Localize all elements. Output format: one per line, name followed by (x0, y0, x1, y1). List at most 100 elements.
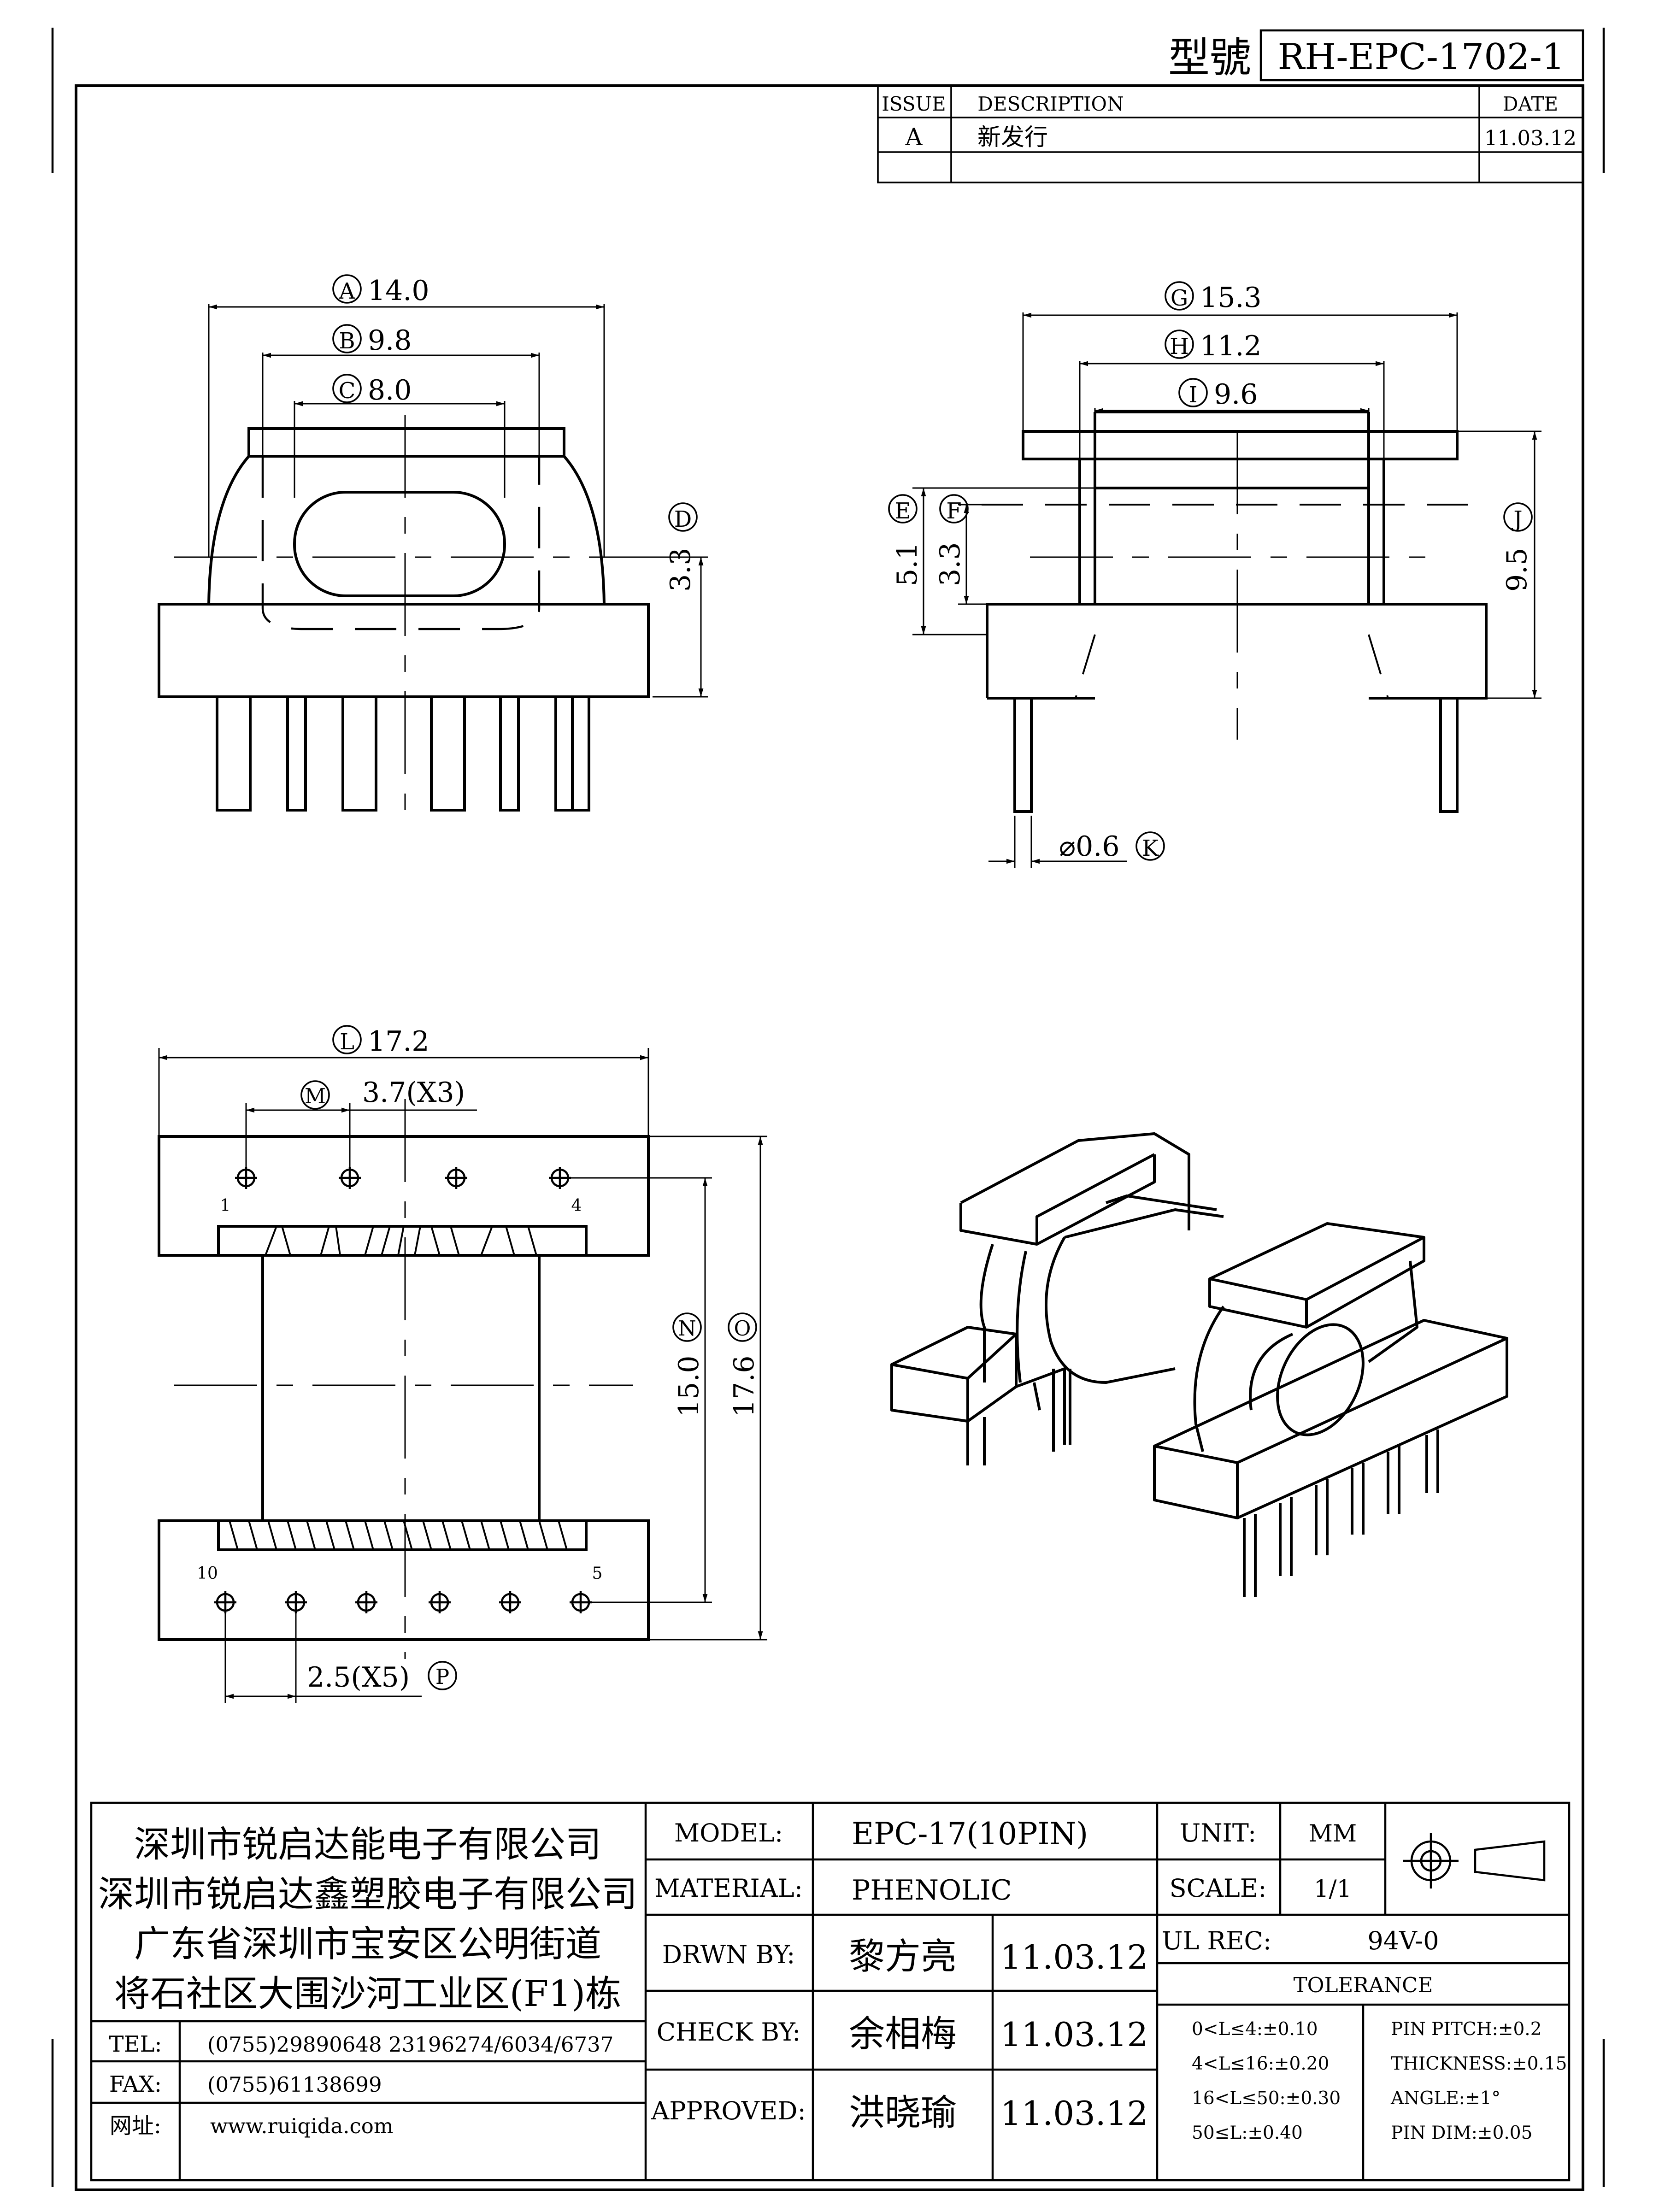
svg-text:D: D (674, 506, 692, 532)
rev-issue: A (905, 124, 923, 151)
svg-text:E: E (894, 498, 911, 524)
svg-text:3.3: 3.3 (934, 542, 966, 586)
svg-text:O: O (734, 1316, 751, 1341)
side-view: G 15.3 H 11.2 I 9.6 E 5.1 F 3.3 J 9.5 (888, 281, 1541, 868)
ul-label: UL REC: (1162, 1926, 1271, 1955)
dim-G: G 15.3 (1165, 281, 1262, 314)
dim-A: A 14.0 (332, 274, 429, 307)
model-field-value: EPC-17(10PIN) (852, 1816, 1088, 1852)
svg-text:15.3: 15.3 (1200, 282, 1262, 314)
tolerance-right-2: THICKNESS:±0.15 (1391, 2053, 1567, 2074)
scale-value: 1/1 (1314, 1876, 1352, 1903)
svg-text:B: B (339, 328, 355, 354)
check-date: 11.03.12 (1000, 2015, 1148, 2054)
dim-D: D 3.3 (665, 502, 698, 592)
svg-text:2.5(X5): 2.5(X5) (307, 1661, 410, 1694)
approved-name: 洪晓瑜 (849, 2092, 957, 2134)
model-label: 型號 (1168, 34, 1251, 82)
bottom-view: 1 4 10 5 L 17.2 M 3.7(X3) (158, 1025, 767, 1703)
svg-text:⌀0.6: ⌀0.6 (1059, 830, 1120, 863)
tolerance-left-1: 0<L≤4:±0.10 (1192, 2019, 1318, 2040)
svg-text:I: I (1189, 382, 1198, 408)
dim-E: E 5.1 (888, 494, 924, 586)
pin-holes (214, 1167, 592, 1613)
svg-text:G: G (1171, 285, 1188, 311)
tolerance-label: TOLERANCE (1294, 1973, 1433, 1997)
model-number: RH-EPC-1702-1 (1277, 36, 1565, 78)
rev-col-issue: ISSUE (882, 93, 946, 115)
svg-text:P: P (435, 1665, 449, 1689)
svg-text:17.6: 17.6 (728, 1355, 760, 1417)
dim-M: M 3.7(X3) (300, 1077, 465, 1110)
tolerance-left-4: 50≤L:±0.40 (1192, 2123, 1303, 2143)
svg-text:14.0: 14.0 (368, 275, 429, 307)
tel-value: (0755)29890648 23196274/6034/6737 (207, 2032, 613, 2057)
svg-text:8.0: 8.0 (368, 374, 412, 406)
material-value: PHENOLIC (852, 1874, 1012, 1906)
dim-P: 2.5(X5) P (307, 1661, 457, 1694)
svg-text:M: M (305, 1084, 326, 1108)
svg-text:9.5: 9.5 (1501, 548, 1533, 592)
revision-table: ISSUE DESCRIPTION DATE A 新发行 11.03.12 (877, 85, 1584, 183)
fax-label: FAX: (109, 2071, 162, 2097)
svg-text:H: H (1170, 334, 1189, 359)
material-label: MATERIAL: (654, 1874, 803, 1903)
drawn-name: 黎方亮 (849, 1936, 957, 1977)
scale-label: SCALE: (1170, 1874, 1267, 1903)
svg-text:5.1: 5.1 (891, 542, 924, 586)
check-name: 余相梅 (849, 2013, 957, 2055)
third-angle-projection-symbol (1403, 1833, 1546, 1888)
dim-J: J 9.5 (1501, 502, 1533, 592)
tolerance-left-2: 4<L≤16:±0.20 (1192, 2053, 1329, 2074)
company-line-1: 深圳市锐启达能电子有限公司 (134, 1824, 601, 1865)
dim-N: N 15.0 (672, 1312, 705, 1417)
svg-text:C: C (339, 378, 356, 404)
svg-text:9.6: 9.6 (1214, 378, 1258, 411)
rev-description: 新发行 (977, 124, 1048, 151)
drawn-date: 11.03.12 (1000, 1938, 1148, 1977)
tolerance-right-4: PIN DIM:±0.05 (1391, 2123, 1532, 2143)
svg-text:17.2: 17.2 (368, 1025, 429, 1058)
dim-C: C 8.0 (332, 374, 412, 406)
svg-text:A: A (339, 278, 356, 304)
pin-label-4: 4 (571, 1196, 582, 1215)
drawn-label: DRWN BY: (662, 1940, 795, 1969)
model-number-block: 型號 RH-EPC-1702-1 (1168, 29, 1584, 82)
dim-I: I 9.6 (1178, 378, 1258, 411)
fax-value: (0755)61138699 (207, 2072, 382, 2097)
rev-date: 11.03.12 (1484, 126, 1577, 150)
approved-date: 11.03.12 (1000, 2094, 1148, 2133)
svg-text:9.8: 9.8 (368, 324, 412, 357)
svg-text:L: L (340, 1029, 354, 1055)
svg-text:N: N (678, 1316, 696, 1341)
company-line-3: 广东省深圳市宝安区公明街道 (134, 1924, 601, 1965)
svg-text:K: K (1142, 835, 1159, 861)
svg-text:F: F (946, 498, 961, 524)
pin-label-1: 1 (220, 1196, 231, 1215)
svg-text:3.7(X3): 3.7(X3) (362, 1077, 465, 1109)
tel-label: TEL: (109, 2031, 162, 2057)
rev-col-date: DATE (1503, 93, 1558, 115)
dim-B: B 9.8 (332, 324, 412, 357)
dim-L: L 17.2 (332, 1025, 429, 1058)
company-line-2: 深圳市锐启达鑫塑胶电子有限公司 (98, 1874, 637, 1915)
unit-value: MM (1309, 1820, 1357, 1847)
model-field-label: MODEL: (674, 1818, 783, 1847)
dim-F: F 3.3 (934, 494, 969, 586)
title-block: 深圳市锐启达能电子有限公司 深圳市锐启达鑫塑胶电子有限公司 广东省深圳市宝安区公… (90, 1801, 1571, 2182)
svg-text:15.0: 15.0 (673, 1355, 705, 1417)
tolerance-right-1: PIN PITCH:±0.2 (1391, 2019, 1542, 2040)
dim-H: H 11.2 (1165, 329, 1262, 362)
tolerance-left-3: 16<L≤50:±0.30 (1192, 2088, 1341, 2109)
web-value: www.ruiqida.com (210, 2114, 394, 2138)
isometric-view (890, 1132, 1508, 1597)
check-label: CHECK BY: (657, 2018, 801, 2047)
approved-label: APPROVED: (651, 2096, 806, 2125)
ul-value: 94V-0 (1367, 1926, 1439, 1955)
sheet-frame (51, 28, 1605, 2191)
pin-label-5: 5 (592, 1564, 603, 1583)
svg-text:11.2: 11.2 (1200, 330, 1262, 362)
svg-text:3.3: 3.3 (665, 548, 697, 592)
unit-label: UNIT: (1180, 1818, 1256, 1847)
